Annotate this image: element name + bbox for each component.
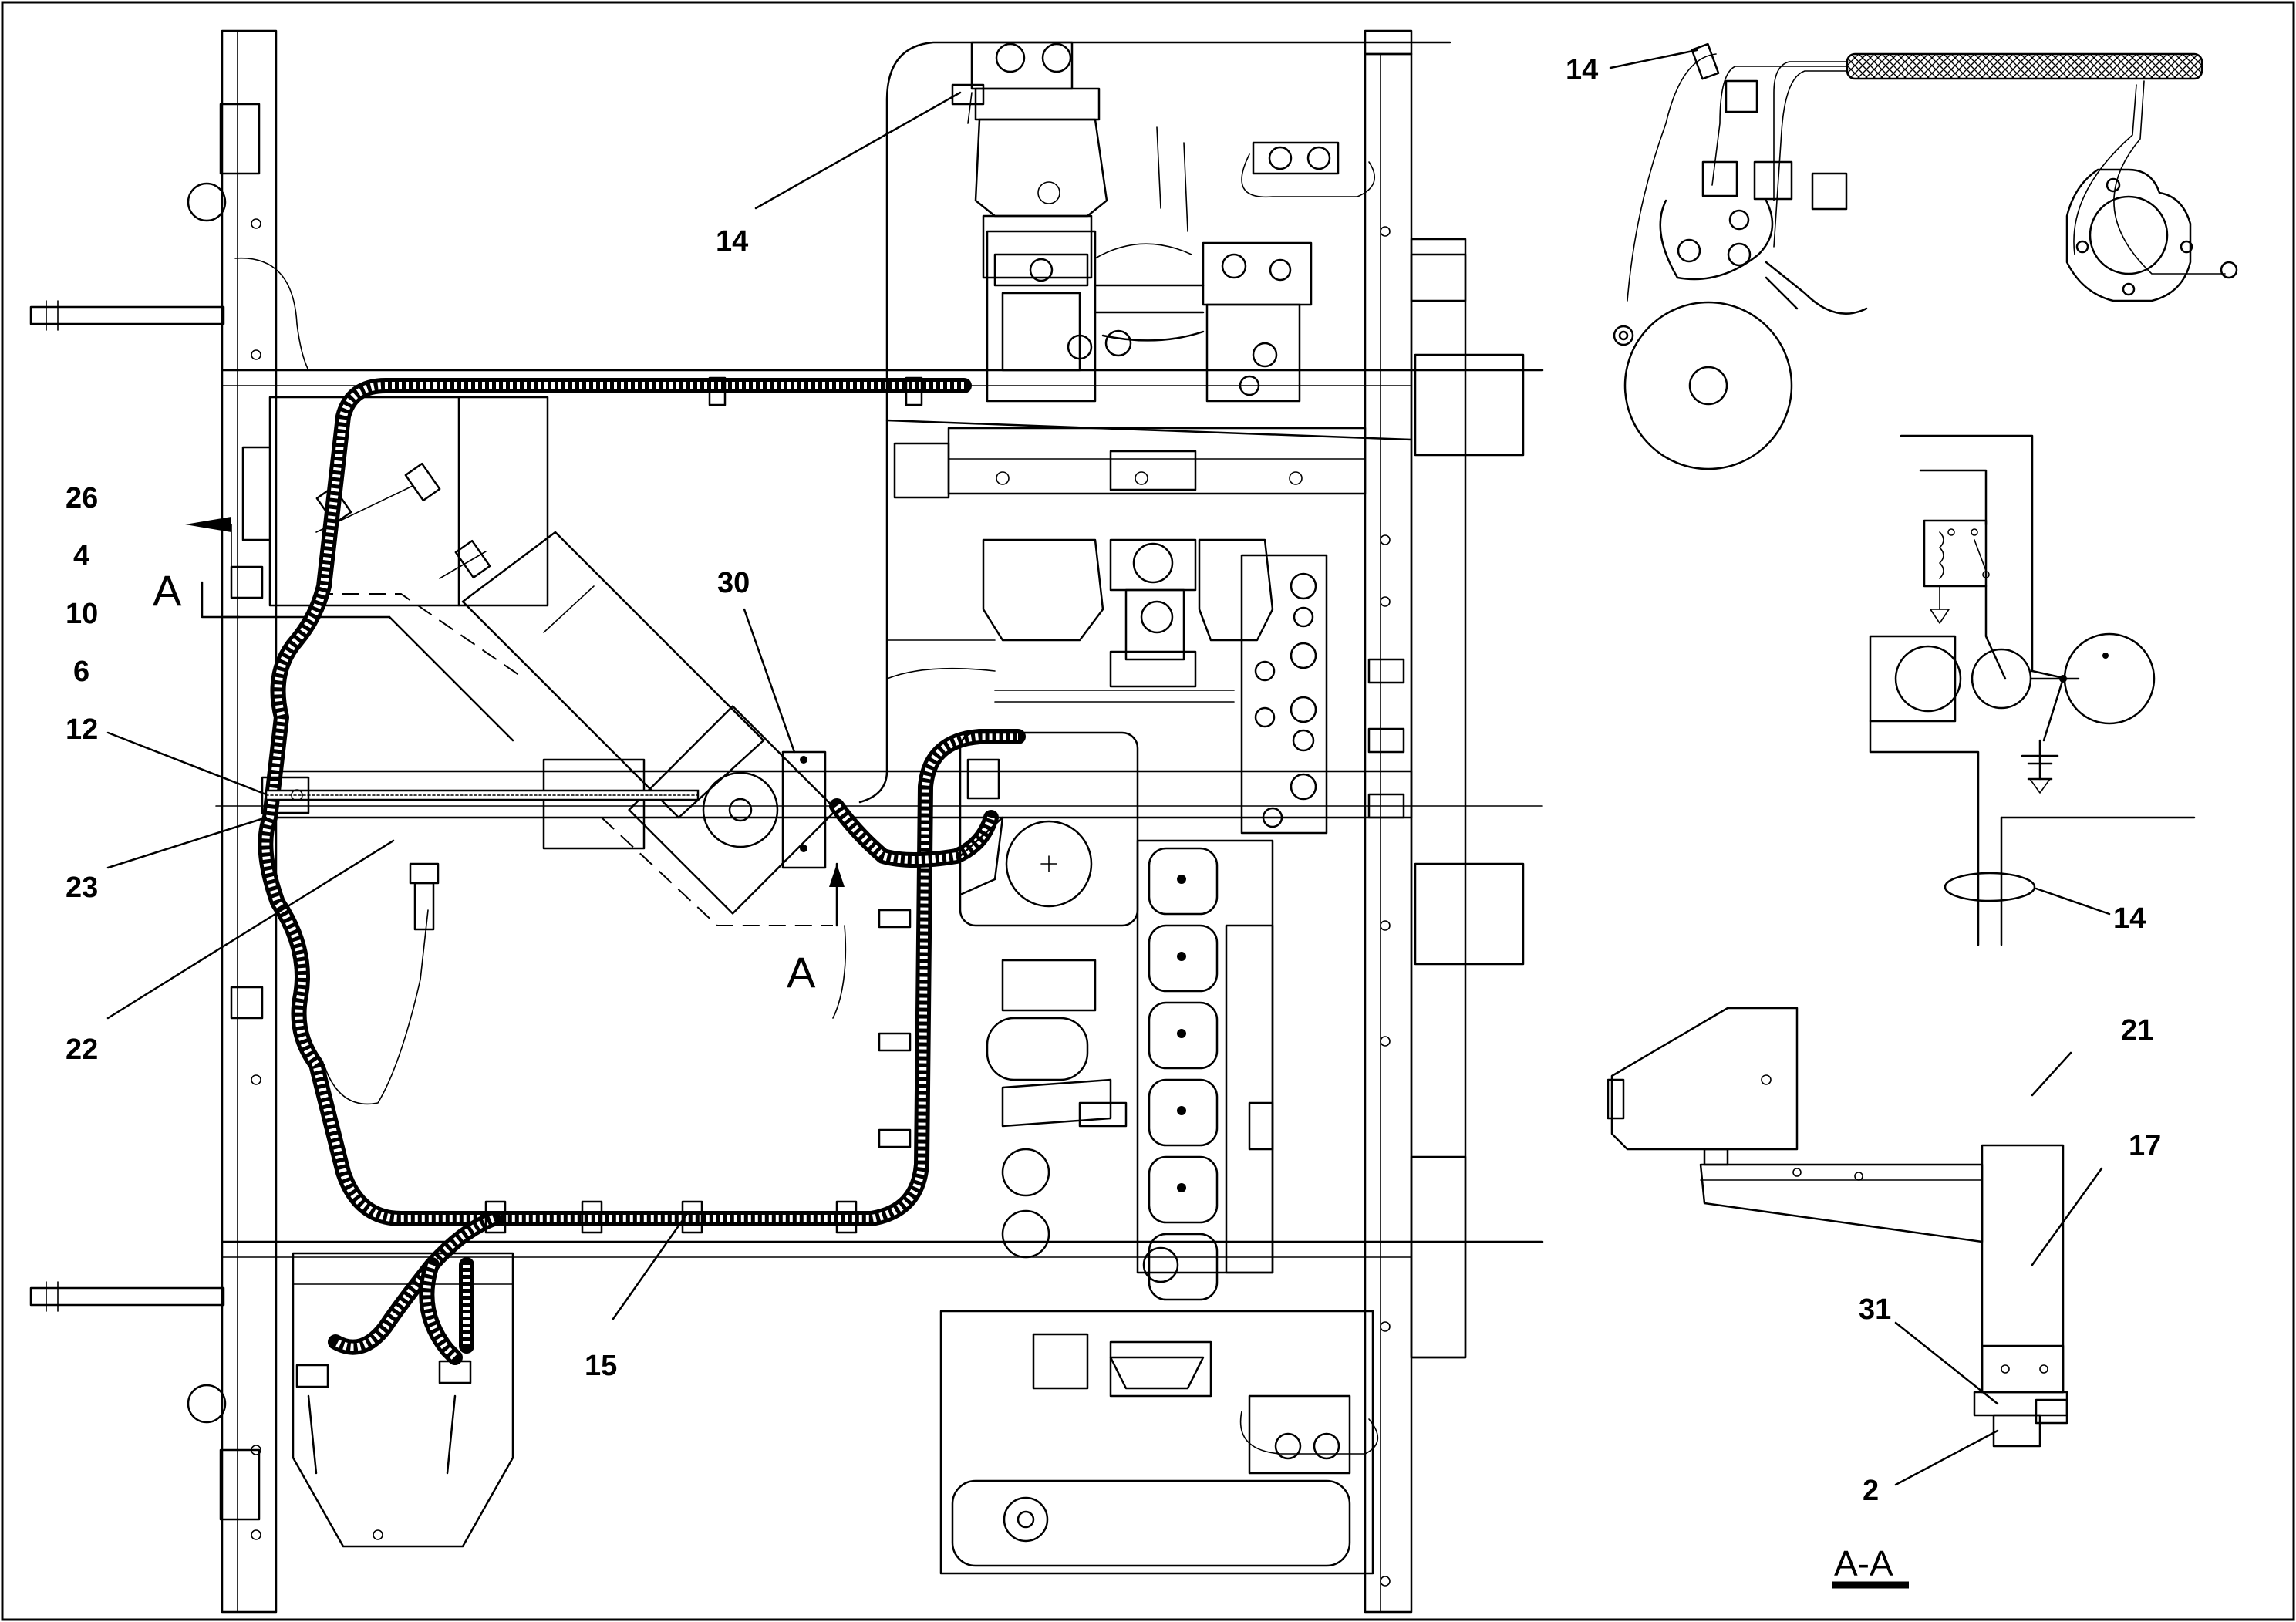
air-filter [959,731,1139,927]
callout-10: 10 [66,598,98,630]
hydraulic-pump-upper [951,41,1376,403]
engine-bay-outline [858,41,1451,804]
callout-14-main: 14 [716,225,748,258]
main-wiring-harness [230,376,1026,1365]
battery-box-lower [292,1252,514,1548]
callout-labels: 14 26 4 10 6 12 23 22 30 15 14 14 21 17 … [66,54,2161,1583]
leader-lines-main [106,91,962,1320]
callout-23: 23 [66,872,98,904]
callout-14-detail: 14 [1566,54,1598,86]
callout-21: 21 [2121,1014,2153,1047]
alternator-detail [1609,42,2238,470]
callout-15: 15 [585,1350,617,1382]
section-view-title: A-A [1834,1543,1893,1583]
callout-4: 4 [73,540,89,572]
callout-26: 26 [66,482,98,514]
section-view-a-a [1607,1007,2103,1589]
cylinder-head [1136,839,1274,1301]
air-intake-duct [222,531,838,926]
turbocharger [986,959,1274,1259]
left-frame-rail [29,29,1413,1614]
callout-22: 22 [66,1034,98,1066]
section-marker-bottom: A [787,862,847,1019]
callout-17: 17 [2129,1130,2161,1162]
engine-lower-assembly [886,538,1405,835]
callout-14-schematic: 14 [2113,902,2146,935]
section-marker-left: A [153,517,241,619]
sensor-cable [234,257,440,1105]
callout-12: 12 [66,713,98,746]
section-letter-left: A [153,566,182,615]
callout-6: 6 [73,656,89,688]
section-letter-bottom: A [787,948,816,996]
callout-30: 30 [717,567,750,599]
engine-cross-beam [893,427,1367,499]
wiring-schematic [1869,434,2196,946]
right-frame-rail [1364,29,1544,1614]
battery-box-upper [241,396,549,607]
callout-31: 31 [1859,1293,1891,1326]
callout-2: 2 [1863,1475,1879,1507]
engine-oil-pan [939,1310,1379,1575]
